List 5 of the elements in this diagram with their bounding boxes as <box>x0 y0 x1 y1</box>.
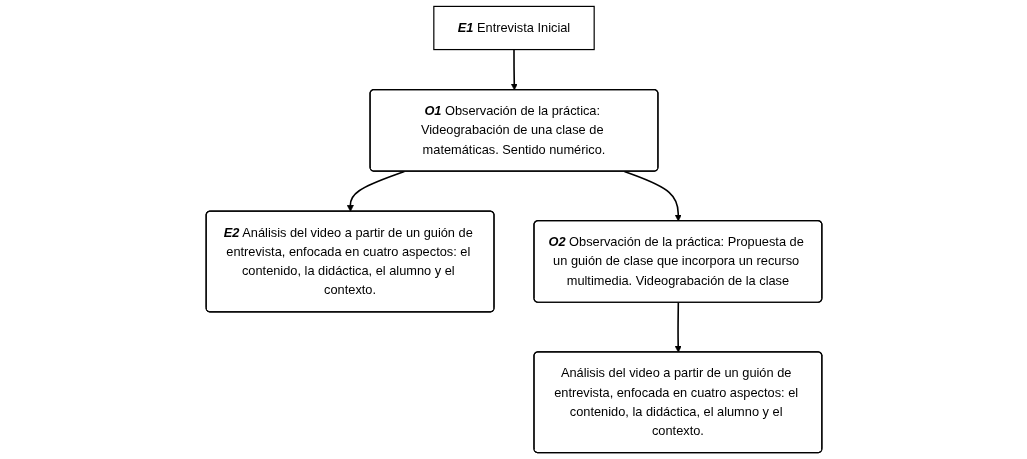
arrow <box>510 48 518 91</box>
arrow <box>346 170 405 212</box>
node-box: E1 Entrevista Inicial <box>432 5 595 51</box>
arrow <box>623 170 682 222</box>
arrow <box>674 301 682 353</box>
